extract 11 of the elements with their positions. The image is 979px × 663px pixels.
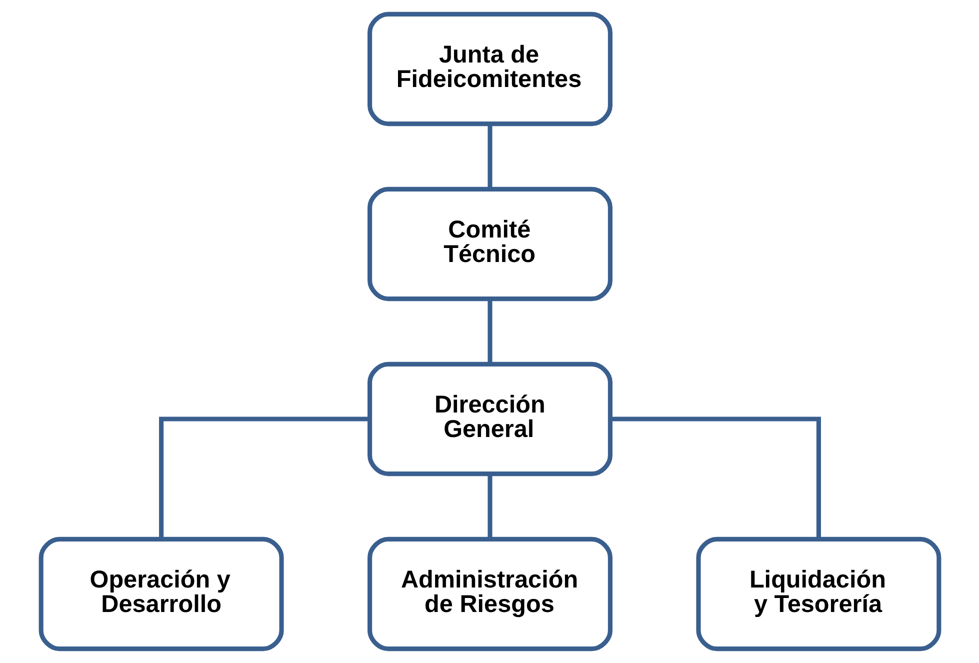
node-box: Comité Técnico xyxy=(367,186,612,302)
node-box: Dirección General xyxy=(367,362,612,476)
node-box: Administración de Riesgos xyxy=(367,536,612,652)
connector xyxy=(487,474,492,539)
connector xyxy=(487,124,492,189)
connector xyxy=(610,416,820,540)
node-box: Junta de Fideicomitentes xyxy=(367,12,612,126)
connector xyxy=(158,416,369,540)
connector xyxy=(487,298,492,364)
node-box: Operación y Desarrollo xyxy=(38,536,284,652)
node-box: Liquidación y Tesorería xyxy=(696,536,941,652)
